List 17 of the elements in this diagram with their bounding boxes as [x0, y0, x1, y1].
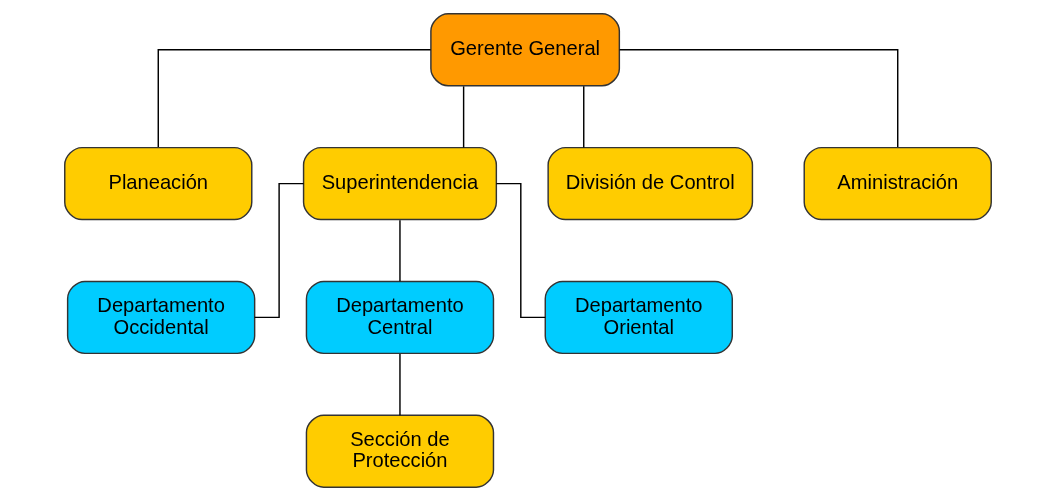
node-box: Departamento Central: [305, 280, 495, 355]
connector: [157, 49, 432, 148]
node-box: División de Control: [547, 146, 754, 221]
connector: [253, 182, 305, 319]
connector: [462, 85, 465, 149]
node-box: Sección de Protección: [305, 414, 495, 488]
connector: [583, 85, 585, 149]
node-box: Departamento Oriental: [544, 280, 733, 355]
node-box: Aministración: [803, 146, 992, 221]
connector: [495, 182, 546, 319]
node-box: Gerente General: [430, 13, 621, 87]
node-box: Departamento Occidental: [66, 280, 256, 355]
connector: [399, 219, 401, 283]
node-box: Superintendencia: [302, 146, 498, 221]
connector: [618, 49, 899, 148]
connector: [399, 353, 401, 416]
node-box: Planeación: [64, 146, 253, 221]
